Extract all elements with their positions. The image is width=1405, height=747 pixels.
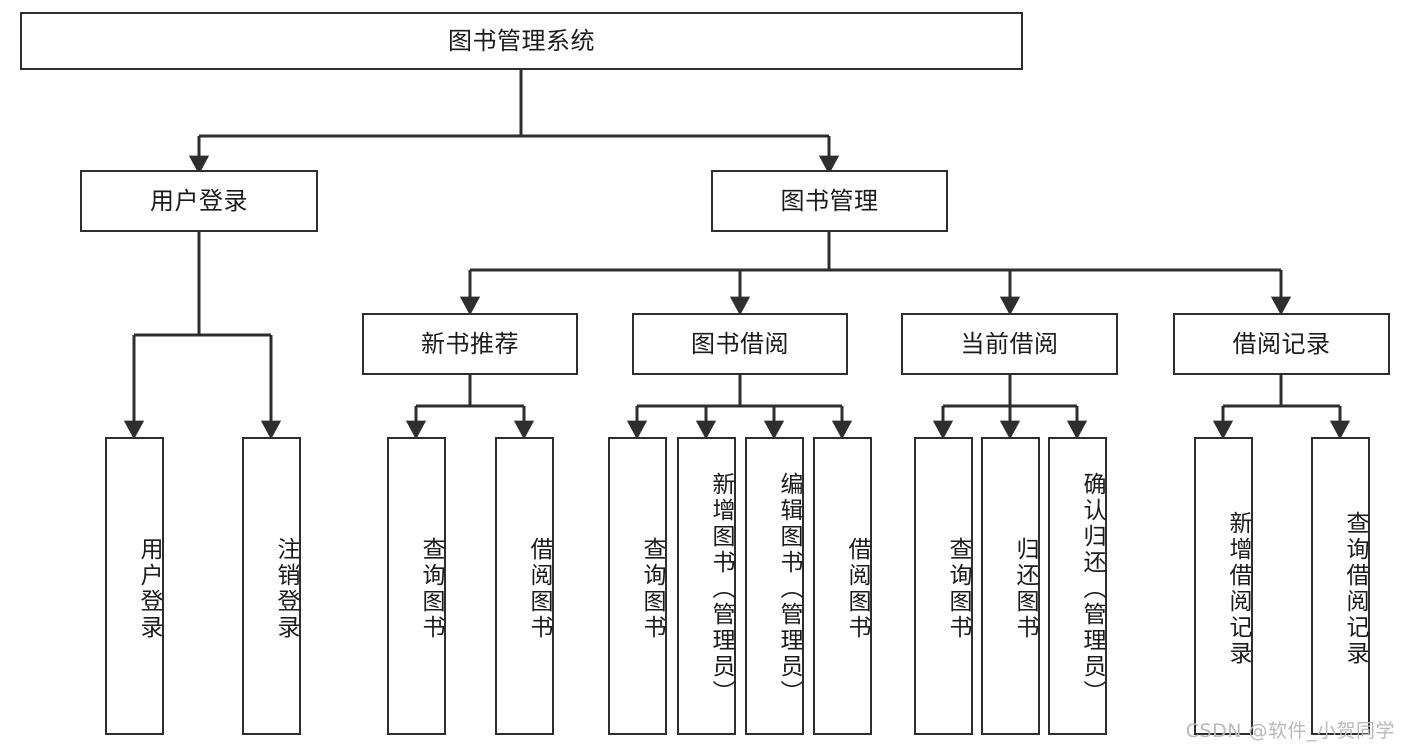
node-leaf-query-book-1[interactable]: 查询图书 xyxy=(387,437,446,735)
node-label: 图书管理系统 xyxy=(448,26,595,55)
node-label: 用户登录 xyxy=(136,537,162,641)
node-label: 新书推荐 xyxy=(421,329,519,358)
node-label: 新增借阅记录 xyxy=(1225,511,1251,667)
node-label: 图书借阅 xyxy=(691,329,789,358)
node-label: 用户登录 xyxy=(150,186,248,215)
node-leaf-query-record[interactable]: 查询借阅记录 xyxy=(1311,437,1370,735)
node-label: 图书管理 xyxy=(780,186,879,215)
node-borrow-record[interactable]: 借阅记录 xyxy=(1173,313,1390,375)
node-leaf-query-book-3[interactable]: 查询图书 xyxy=(914,437,973,735)
node-label: 注销登录 xyxy=(273,537,299,641)
node-label: 归还图书 xyxy=(1012,537,1038,641)
node-book-management[interactable]: 图书管理 xyxy=(711,170,948,232)
node-leaf-query-book-2[interactable]: 查询图书 xyxy=(608,437,667,735)
node-leaf-borrow-book-2[interactable]: 借阅图书 xyxy=(813,437,872,735)
node-new-book-recommend[interactable]: 新书推荐 xyxy=(362,313,578,375)
node-label: 查询图书 xyxy=(945,537,971,641)
node-label: 确认归还（管理员） xyxy=(1079,472,1105,706)
node-label: 查询图书 xyxy=(418,537,444,641)
node-system-title[interactable]: 图书管理系统 xyxy=(20,12,1023,70)
node-leaf-confirm-return[interactable]: 确认归还（管理员） xyxy=(1048,437,1107,735)
node-label: 查询图书 xyxy=(639,537,665,641)
node-leaf-borrow-book-1[interactable]: 借阅图书 xyxy=(495,437,554,735)
node-leaf-user-login[interactable]: 用户登录 xyxy=(105,437,164,735)
node-label: 查询借阅记录 xyxy=(1342,511,1368,667)
node-label: 新增图书（管理员） xyxy=(708,472,734,706)
node-leaf-return-book[interactable]: 归还图书 xyxy=(981,437,1040,735)
node-label: 借阅图书 xyxy=(844,537,870,641)
node-label: 借阅图书 xyxy=(526,537,552,641)
node-leaf-edit-book[interactable]: 编辑图书（管理员） xyxy=(745,437,804,735)
csdn-watermark: CSDN @软件_小贺同学 xyxy=(1185,720,1395,742)
node-book-borrow[interactable]: 图书借阅 xyxy=(632,313,848,375)
node-leaf-logout-login[interactable]: 注销登录 xyxy=(242,437,301,735)
node-leaf-add-book[interactable]: 新增图书（管理员） xyxy=(677,437,736,735)
node-label: 编辑图书（管理员） xyxy=(776,472,802,706)
node-current-borrow[interactable]: 当前借阅 xyxy=(901,313,1118,375)
node-leaf-add-record[interactable]: 新增借阅记录 xyxy=(1194,437,1253,735)
node-user-login[interactable]: 用户登录 xyxy=(80,170,318,232)
node-label: 当前借阅 xyxy=(960,329,1059,358)
node-label: 借阅记录 xyxy=(1232,329,1331,358)
